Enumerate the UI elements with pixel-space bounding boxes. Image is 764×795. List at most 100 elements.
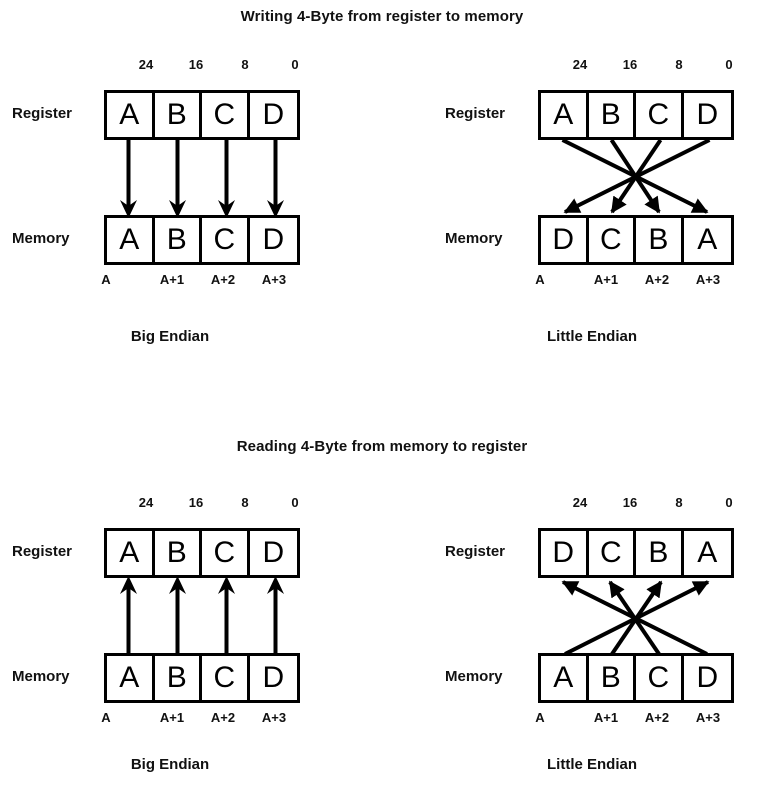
- section-title-writing: Writing 4-Byte from register to memory: [240, 8, 524, 25]
- register-cell: C: [636, 93, 684, 137]
- bit-label: 16: [622, 57, 638, 72]
- address-label: A: [535, 272, 545, 287]
- memory-cell: C: [202, 218, 250, 262]
- register-bit-labels: 24 16 8 0: [538, 57, 734, 75]
- memory-address-labels: A A+1 A+2 A+3: [101, 710, 300, 728]
- bit-label: 24: [138, 495, 154, 510]
- bit-label: 0: [291, 57, 299, 72]
- memory-cell: C: [202, 656, 250, 700]
- register-boxes: D C B A: [538, 528, 734, 578]
- panel-caption: Big Endian: [130, 328, 210, 345]
- register-cell: A: [697, 536, 718, 569]
- bit-label: 8: [675, 57, 683, 72]
- address-label: A+1: [593, 272, 619, 287]
- register-row-label: Register: [12, 543, 73, 560]
- memory-cell: D: [262, 223, 285, 256]
- memory-cell: B: [636, 218, 684, 262]
- address-label: A+3: [695, 710, 721, 725]
- register-cell: C: [202, 93, 250, 137]
- memory-cell: A: [697, 223, 718, 256]
- address-label: A+2: [644, 710, 670, 725]
- memory-cell: B: [589, 656, 637, 700]
- register-row-label: Register: [445, 105, 506, 122]
- memory-cell: C: [636, 656, 684, 700]
- register-cell: C: [589, 531, 637, 575]
- address-label: A+3: [695, 272, 721, 287]
- register-row-label: Register: [12, 105, 73, 122]
- bit-label: 0: [725, 495, 733, 510]
- bit-label: 16: [188, 495, 204, 510]
- address-label: A+1: [159, 710, 185, 725]
- memory-boxes: A B C D: [104, 653, 300, 703]
- transfer-arrows-crossed-down: [561, 138, 711, 214]
- memory-boxes: A B C D: [104, 215, 300, 265]
- register-cell: D: [262, 536, 285, 569]
- panel-caption: Big Endian: [130, 756, 210, 773]
- memory-boxes: A B C D: [538, 653, 734, 703]
- bit-label: 0: [725, 57, 733, 72]
- register-cell: B: [589, 93, 637, 137]
- memory-row-label: Memory: [12, 668, 70, 685]
- register-boxes: A B C D: [538, 90, 734, 140]
- register-cell: D: [262, 98, 285, 131]
- register-cell: B: [155, 531, 203, 575]
- panel-writing-little-endian: Register Memory 24 16 8 0 A B C D D C B …: [420, 50, 764, 350]
- bit-label: 16: [622, 495, 638, 510]
- register-cell: C: [202, 531, 250, 575]
- address-label: A+1: [159, 272, 185, 287]
- memory-address-labels: A A+1 A+2 A+3: [101, 272, 300, 290]
- panel-reading-little-endian: Register Memory 24 16 8 0 D C B A A B C …: [420, 488, 764, 788]
- register-cell: D: [541, 531, 589, 575]
- memory-row-label: Memory: [12, 230, 70, 247]
- transfer-arrows-straight-up: [120, 576, 284, 656]
- bit-label: 16: [188, 57, 204, 72]
- memory-cell: D: [696, 661, 719, 694]
- bit-label: 8: [241, 57, 249, 72]
- memory-cell: D: [262, 661, 285, 694]
- bit-label: 24: [572, 57, 588, 72]
- memory-address-labels: A A+1 A+2 A+3: [535, 710, 734, 728]
- bit-label: 24: [572, 495, 588, 510]
- memory-cell: A: [107, 218, 155, 262]
- bit-label: 24: [138, 57, 154, 72]
- register-bit-labels: 24 16 8 0: [104, 495, 300, 513]
- bit-label: 8: [241, 495, 249, 510]
- register-boxes: A B C D: [104, 528, 300, 578]
- register-cell: B: [636, 531, 684, 575]
- address-label: A+2: [210, 272, 236, 287]
- memory-cell: D: [541, 218, 589, 262]
- address-label: A: [535, 710, 545, 725]
- register-cell: A: [107, 93, 155, 137]
- register-cell: A: [107, 531, 155, 575]
- register-row-label: Register: [445, 543, 506, 560]
- address-label: A: [101, 272, 111, 287]
- memory-cell: B: [155, 218, 203, 262]
- register-cell: D: [696, 98, 719, 131]
- register-bit-labels: 24 16 8 0: [538, 495, 734, 513]
- panel-reading-big-endian: Register Memory 24 16 8 0 A B C D A B C …: [0, 488, 340, 788]
- bit-label: 0: [291, 495, 299, 510]
- memory-boxes: D C B A: [538, 215, 734, 265]
- register-cell: B: [155, 93, 203, 137]
- memory-cell: A: [107, 656, 155, 700]
- register-cell: A: [541, 93, 589, 137]
- transfer-arrows-straight-down: [120, 138, 284, 218]
- memory-address-labels: A A+1 A+2 A+3: [535, 272, 734, 290]
- memory-row-label: Memory: [445, 668, 503, 685]
- register-boxes: A B C D: [104, 90, 300, 140]
- panel-caption: Little Endian: [547, 756, 637, 773]
- register-bit-labels: 24 16 8 0: [104, 57, 300, 75]
- memory-cell: C: [589, 218, 637, 262]
- address-label: A+2: [644, 272, 670, 287]
- memory-cell: B: [155, 656, 203, 700]
- transfer-arrows-crossed-up: [561, 580, 710, 656]
- address-label: A: [101, 710, 111, 725]
- panel-writing-big-endian: Register Memory 24 16 8 0 A B C D A B C …: [0, 50, 340, 350]
- bit-label: 8: [675, 495, 683, 510]
- address-label: A+1: [593, 710, 619, 725]
- panel-caption: Little Endian: [547, 328, 637, 345]
- address-label: A+2: [210, 710, 236, 725]
- section-title-reading: Reading 4-Byte from memory to register: [236, 438, 528, 455]
- memory-row-label: Memory: [445, 230, 503, 247]
- address-label: A+3: [261, 272, 287, 287]
